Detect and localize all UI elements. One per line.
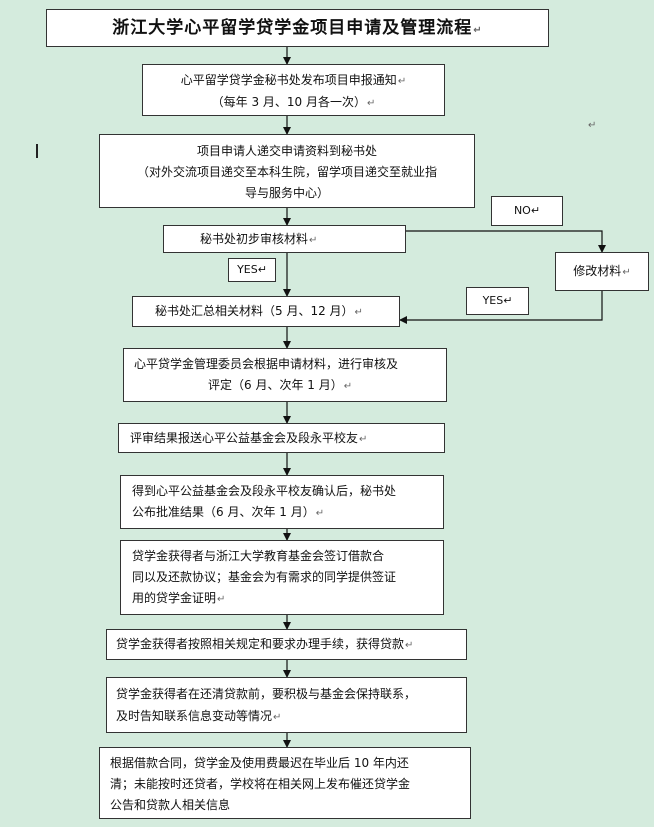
label-yes-back: YES↵ bbox=[466, 287, 529, 315]
node-sign-agreement: 贷学金获得者与浙江大学教育基金会签订借款合 同以及还款协议；基金会为有需求的同学… bbox=[120, 540, 444, 615]
paragraph-mark: ↵ bbox=[588, 120, 597, 131]
flowchart-title: 浙江大学心平留学贷学金项目申请及管理流程↵ bbox=[46, 9, 549, 47]
node-submit-application: 项目申请人递交申请资料到秘书处 （对外交流项目递交至本科生院，留学项目递交至就业… bbox=[99, 134, 475, 208]
arrow-review-modify bbox=[406, 230, 606, 253]
node-summarize-materials: 秘书处汇总相关材料（5 月、12 月）↵ bbox=[132, 296, 400, 327]
node-modify-materials: 修改材料↵ bbox=[555, 252, 649, 291]
node-committee-evaluation: 心平贷学金管理委员会根据申请材料，进行审核及 评定（6 月、次年 1 月）↵ bbox=[123, 348, 447, 402]
node-keep-contact: 贷学金获得者在还清贷款前，要积极与基金会保持联系， 及时告知联系信息变动等情况↵ bbox=[106, 677, 467, 733]
arrow-modify-summary bbox=[399, 291, 603, 324]
node-repayment-terms: 根据借款合同，贷学金及使用费最迟在毕业后 10 年内还 清；未能按时还贷者，学校… bbox=[99, 747, 471, 819]
label-yes-down: YES↵ bbox=[228, 258, 276, 282]
node-initial-review: 秘书处初步审核材料↵ bbox=[163, 225, 406, 253]
node-announce-approval: 得到心平公益基金会及段永平校友确认后，秘书处 公布批准结果（6 月、次年 1 月… bbox=[120, 475, 444, 529]
node-loan-procedure: 贷学金获得者按照相关规定和要求办理手续，获得贷款↵ bbox=[106, 629, 467, 660]
text-cursor bbox=[36, 144, 38, 158]
label-no: NO↵ bbox=[491, 196, 563, 226]
node-report-results: 评审结果报送心平公益基金会及段永平校友↵ bbox=[118, 423, 445, 453]
node-publish-notice: 心平留学贷学金秘书处发布项目申报通知↵ （每年 3 月、10 月各一次）↵ bbox=[142, 64, 445, 116]
